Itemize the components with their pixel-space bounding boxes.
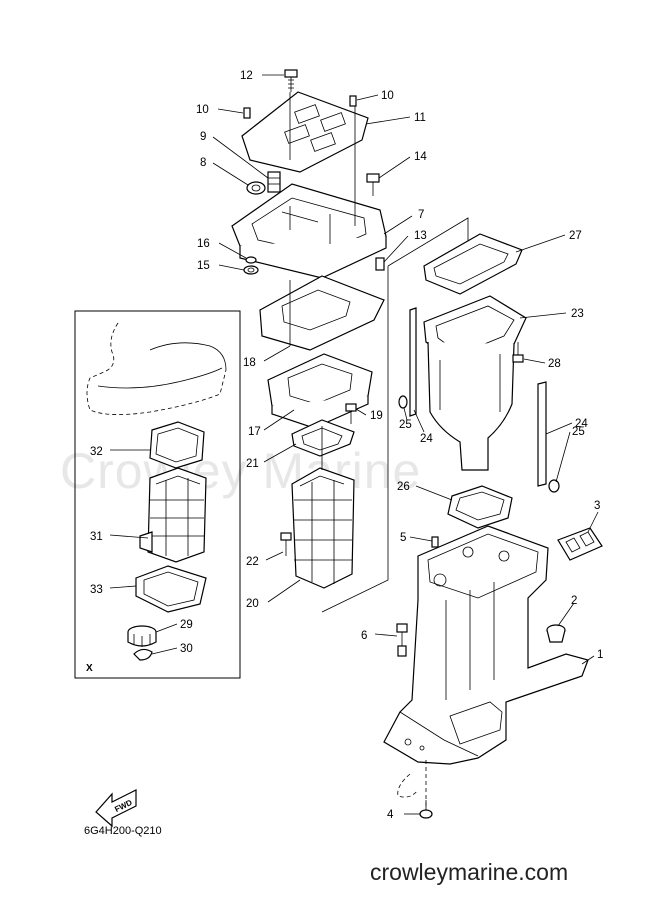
callout-33: 33	[90, 584, 103, 596]
lower-casing-hint	[397, 773, 419, 798]
part-27-gasket	[423, 233, 523, 295]
callout-10-right: 10	[381, 90, 394, 102]
part-5-pin	[431, 536, 439, 548]
part-3-strainer	[557, 527, 603, 561]
callout-18: 18	[243, 357, 256, 369]
callout-24-left: 24	[420, 433, 433, 445]
part-9-fitting	[267, 171, 281, 193]
part-24-seal-right	[537, 381, 547, 487]
part-12-bolt	[284, 69, 298, 92]
callout-23: 23	[571, 308, 584, 320]
callout-26: 26	[397, 481, 410, 493]
callout-6: 6	[361, 630, 367, 642]
part-22-bolt	[280, 532, 292, 556]
part-23-exhaust-tube	[423, 295, 527, 471]
callout-14: 14	[414, 151, 427, 163]
callout-4: 4	[387, 809, 394, 821]
callout-25-left: 25	[399, 419, 412, 431]
callout-22: 22	[246, 556, 259, 568]
drawing-code: 6G4H200-Q210	[84, 825, 162, 837]
callout-17: 17	[248, 426, 261, 438]
part-11-gasket	[241, 91, 369, 173]
callout-31: 31	[90, 531, 103, 543]
callout-15: 15	[197, 260, 210, 272]
part-20-exhaust-pipe	[291, 467, 355, 589]
part-6-bolt	[396, 623, 408, 657]
assembly-frame-line-2	[321, 266, 389, 613]
part-29-nut	[127, 625, 157, 647]
callout-7: 7	[418, 209, 424, 221]
callout-20: 20	[246, 598, 259, 610]
part-8-cap	[246, 181, 266, 195]
callout-19: 19	[370, 410, 383, 422]
inset-hull-outline	[86, 322, 227, 415]
part-21-gasket	[291, 419, 355, 457]
part-18-gasket	[259, 275, 385, 351]
callout-25-right: 25	[572, 426, 585, 438]
part-25-grommet-right	[548, 479, 560, 493]
alignment-lines	[289, 92, 356, 470]
inset-x-frame	[74, 310, 241, 679]
part-31-mount	[139, 467, 207, 563]
part-32-seal	[149, 421, 205, 469]
callout-32: 32	[90, 446, 103, 458]
inset-x-label: X	[86, 663, 93, 674]
fwd-arrow-icon: FWD	[95, 789, 137, 828]
callout-30: 30	[180, 643, 193, 655]
callout-9: 9	[200, 131, 206, 143]
callout-10-left: 10	[196, 104, 209, 116]
part-13-bolt	[375, 257, 385, 271]
part-4-bolt	[419, 800, 433, 819]
part-2-plug	[546, 624, 566, 643]
callout-2: 2	[571, 595, 577, 607]
callout-29: 29	[180, 619, 193, 631]
callout-13: 13	[414, 230, 427, 242]
part-10-pin-left	[243, 107, 251, 119]
part-26-seal	[447, 485, 513, 529]
callout-28: 28	[548, 358, 561, 370]
watermark-text: Crowley Marine	[60, 443, 421, 499]
part-28-bolt	[512, 342, 524, 363]
callout-27: 27	[569, 230, 582, 242]
part-1-upper-casing	[383, 525, 589, 765]
part-14-bolt	[366, 173, 380, 196]
callout-21: 21	[246, 458, 259, 470]
callout-12: 12	[240, 70, 253, 82]
part-7-exhaust-guide	[231, 183, 387, 279]
part-15-nut	[243, 265, 259, 275]
callout-5: 5	[400, 532, 406, 544]
site-url: crowleymarine.com	[370, 859, 568, 885]
callout-1: 1	[597, 649, 603, 661]
part-33-seal	[135, 565, 207, 613]
callout-16: 16	[197, 238, 210, 250]
leader-lines	[109, 74, 599, 815]
part-24-seal-left	[409, 307, 417, 417]
part-16-washer	[245, 256, 257, 264]
callout-24-right: 24	[575, 418, 588, 430]
part-30-clip	[133, 648, 153, 661]
part-19-bolt	[345, 403, 357, 424]
callout-3: 3	[594, 500, 600, 512]
callout-8: 8	[200, 157, 206, 169]
part-10-pin-right	[349, 95, 357, 107]
callout-11: 11	[414, 112, 426, 124]
callout-labels: 1 2 3 4 5 6 7 8 9 10 10 11 12 13 14 15 1…	[90, 70, 603, 821]
part-25-grommet-left	[398, 395, 408, 409]
